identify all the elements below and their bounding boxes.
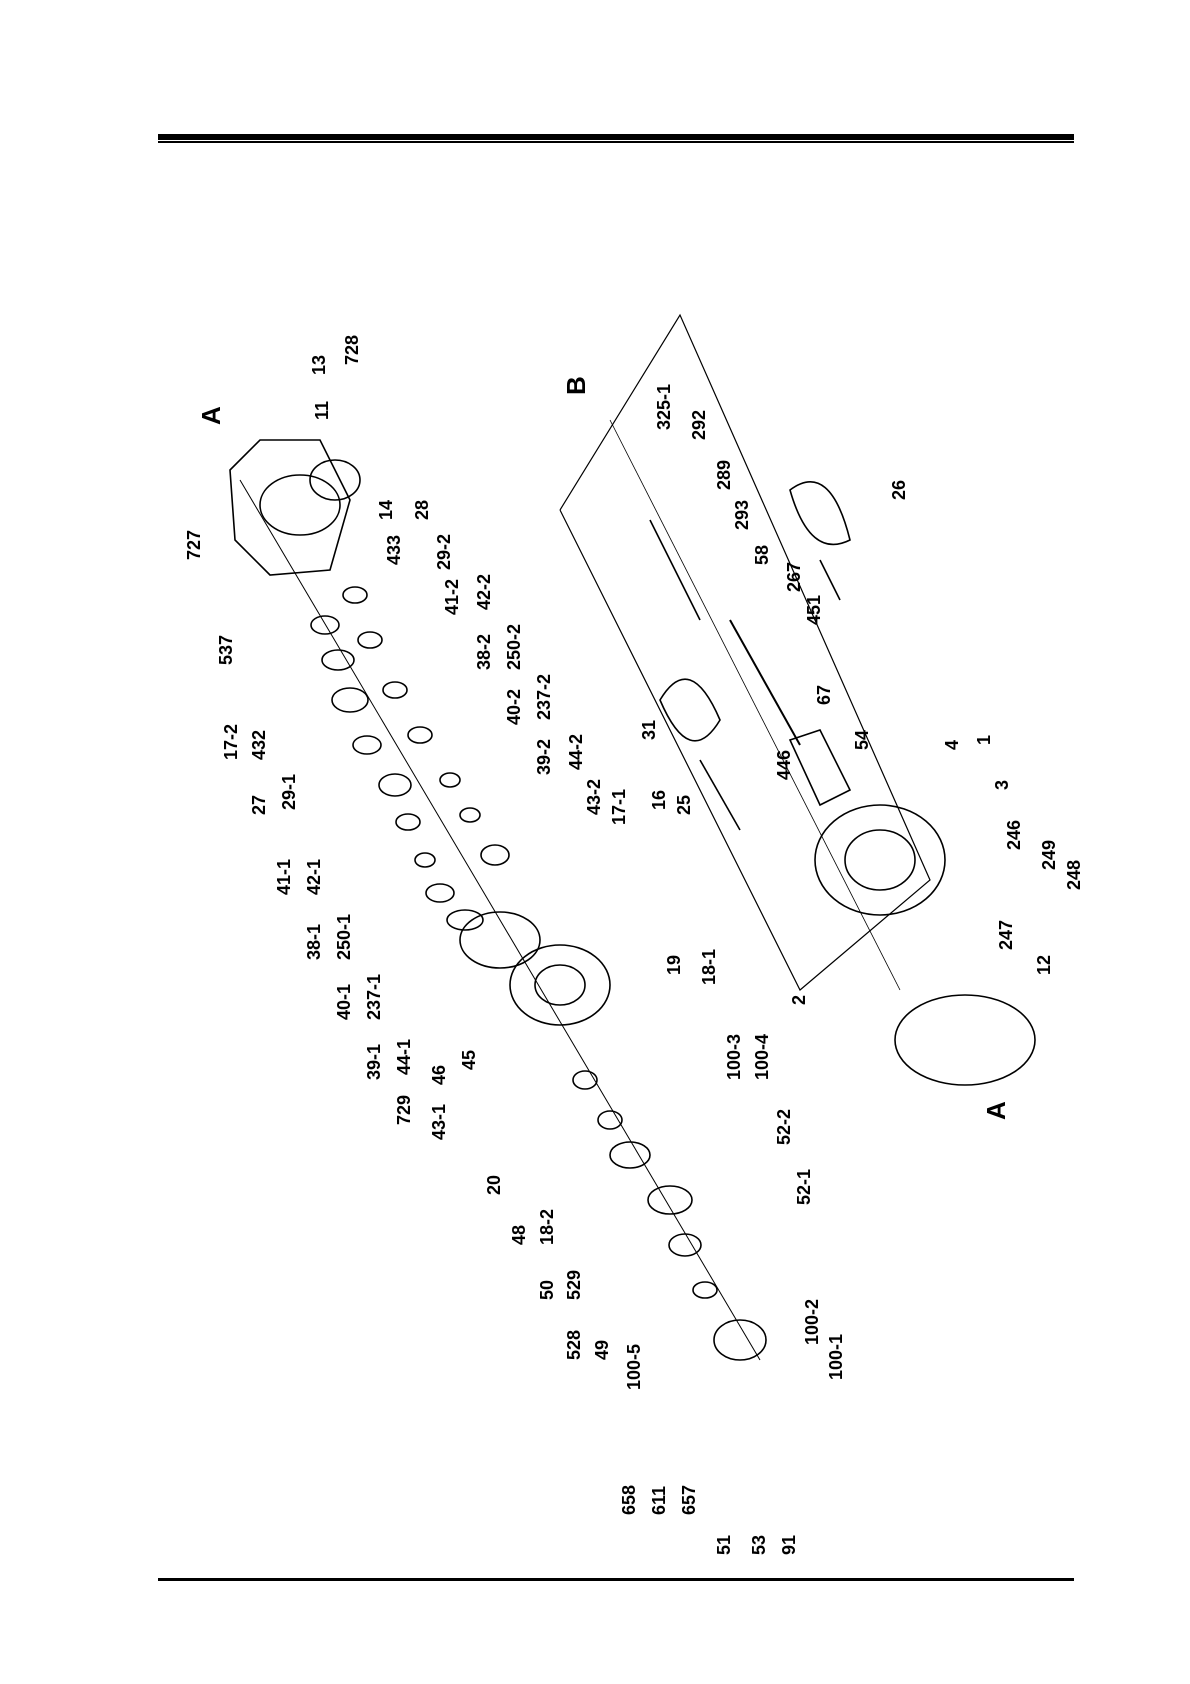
part-label-248: 248	[1064, 860, 1084, 890]
header-rule-thick	[158, 134, 1074, 140]
part-label-38-2: 38-2	[474, 634, 494, 670]
part-label-289: 289	[714, 460, 734, 490]
part-label-40-1: 40-1	[334, 984, 354, 1020]
part-label-16: 16	[649, 790, 669, 810]
part-label-52-2: 52-2	[774, 1109, 794, 1145]
part-label-100-1: 100-1	[826, 1334, 846, 1380]
part-label-249: 249	[1039, 840, 1059, 870]
section-marker-a-top: A	[196, 406, 226, 425]
part-label-53: 53	[749, 1535, 769, 1555]
part-label-100-3: 100-3	[724, 1034, 744, 1080]
part-label-44-1: 44-1	[394, 1039, 414, 1075]
part-label-58: 58	[752, 545, 772, 565]
part-label-658: 658	[619, 1485, 639, 1515]
part-label-537: 537	[216, 635, 236, 665]
part-label-43-1: 43-1	[429, 1104, 449, 1140]
part-label-247: 247	[996, 920, 1016, 950]
part-label-3: 3	[992, 780, 1012, 790]
part-label-14: 14	[376, 500, 396, 520]
part-label-29-2: 29-2	[434, 534, 454, 570]
part-label-100-2: 100-2	[802, 1299, 822, 1345]
part-label-26: 26	[889, 480, 909, 500]
part-label-42-2: 42-2	[474, 574, 494, 610]
part-label-11: 11	[312, 401, 332, 420]
part-label-451: 451	[804, 595, 824, 625]
part-label-292: 292	[689, 410, 709, 440]
part-label-19: 19	[664, 955, 684, 975]
part-label-45: 45	[459, 1050, 479, 1070]
part-label-17-1: 17-1	[609, 789, 629, 825]
part-label-1: 1	[974, 735, 994, 745]
part-label-4: 4	[942, 740, 962, 750]
header-rule-thin	[158, 141, 1074, 143]
part-label-40-2: 40-2	[504, 689, 524, 725]
part-label-20: 20	[484, 1175, 504, 1195]
part-label-237-1: 237-1	[364, 974, 384, 1020]
part-label-39-1: 39-1	[364, 1044, 384, 1080]
part-label-433: 433	[384, 535, 404, 565]
part-label-611: 611	[649, 1486, 669, 1515]
section-marker-a-bottom: A	[981, 1101, 1011, 1120]
part-label-432: 432	[249, 730, 269, 760]
footer-rule	[158, 1578, 1074, 1581]
part-label-48: 48	[509, 1225, 529, 1245]
part-label-27: 27	[249, 795, 269, 815]
part-label-41-2: 41-2	[442, 579, 462, 615]
part-label-67: 67	[814, 685, 834, 705]
part-label-250-2: 250-2	[504, 624, 524, 670]
part-label-446: 446	[774, 750, 794, 780]
part-label-91: 91	[779, 1535, 799, 1555]
part-label-267: 267	[784, 562, 804, 592]
part-label-657: 657	[679, 1485, 699, 1515]
part-label-293: 293	[732, 500, 752, 530]
part-label-13: 13	[309, 355, 329, 375]
part-label-51: 51	[714, 1535, 734, 1555]
part-label-729: 729	[394, 1095, 414, 1125]
section-marker-b: B	[561, 376, 591, 395]
part-label-25: 25	[674, 795, 694, 815]
part-label-31: 31	[639, 720, 659, 740]
part-label-100-4: 100-4	[752, 1034, 772, 1080]
part-label-17-2: 17-2	[221, 724, 241, 760]
part-label-39-2: 39-2	[534, 739, 554, 775]
part-label-42-1: 42-1	[304, 859, 324, 895]
part-label-12: 12	[1034, 955, 1054, 975]
part-label-28: 28	[412, 500, 432, 520]
part-label-50: 50	[537, 1280, 557, 1300]
part-label-529: 529	[564, 1270, 584, 1300]
part-label-18-2: 18-2	[537, 1209, 557, 1245]
part-label-100-5: 100-5	[624, 1344, 644, 1390]
part-label-2: 2	[789, 995, 809, 1005]
part-label-325-1: 325-1	[654, 384, 674, 430]
part-label-38-1: 38-1	[304, 924, 324, 960]
part-label-46: 46	[429, 1065, 449, 1085]
part-label-728: 728	[342, 335, 362, 365]
part-label-44-2: 44-2	[566, 734, 586, 770]
part-label-528: 528	[564, 1330, 584, 1360]
part-label-54: 54	[852, 730, 872, 750]
part-label-49: 49	[592, 1340, 612, 1360]
part-label-18-1: 18-1	[699, 949, 719, 985]
part-label-237-2: 237-2	[534, 674, 554, 720]
part-label-52-1: 52-1	[794, 1169, 814, 1205]
part-label-29-1: 29-1	[279, 774, 299, 810]
part-label-246: 246	[1004, 820, 1024, 850]
part-label-250-1: 250-1	[334, 914, 354, 960]
part-label-41-1: 41-1	[274, 859, 294, 895]
part-label-43-2: 43-2	[584, 779, 604, 815]
part-label-727: 727	[184, 530, 204, 560]
